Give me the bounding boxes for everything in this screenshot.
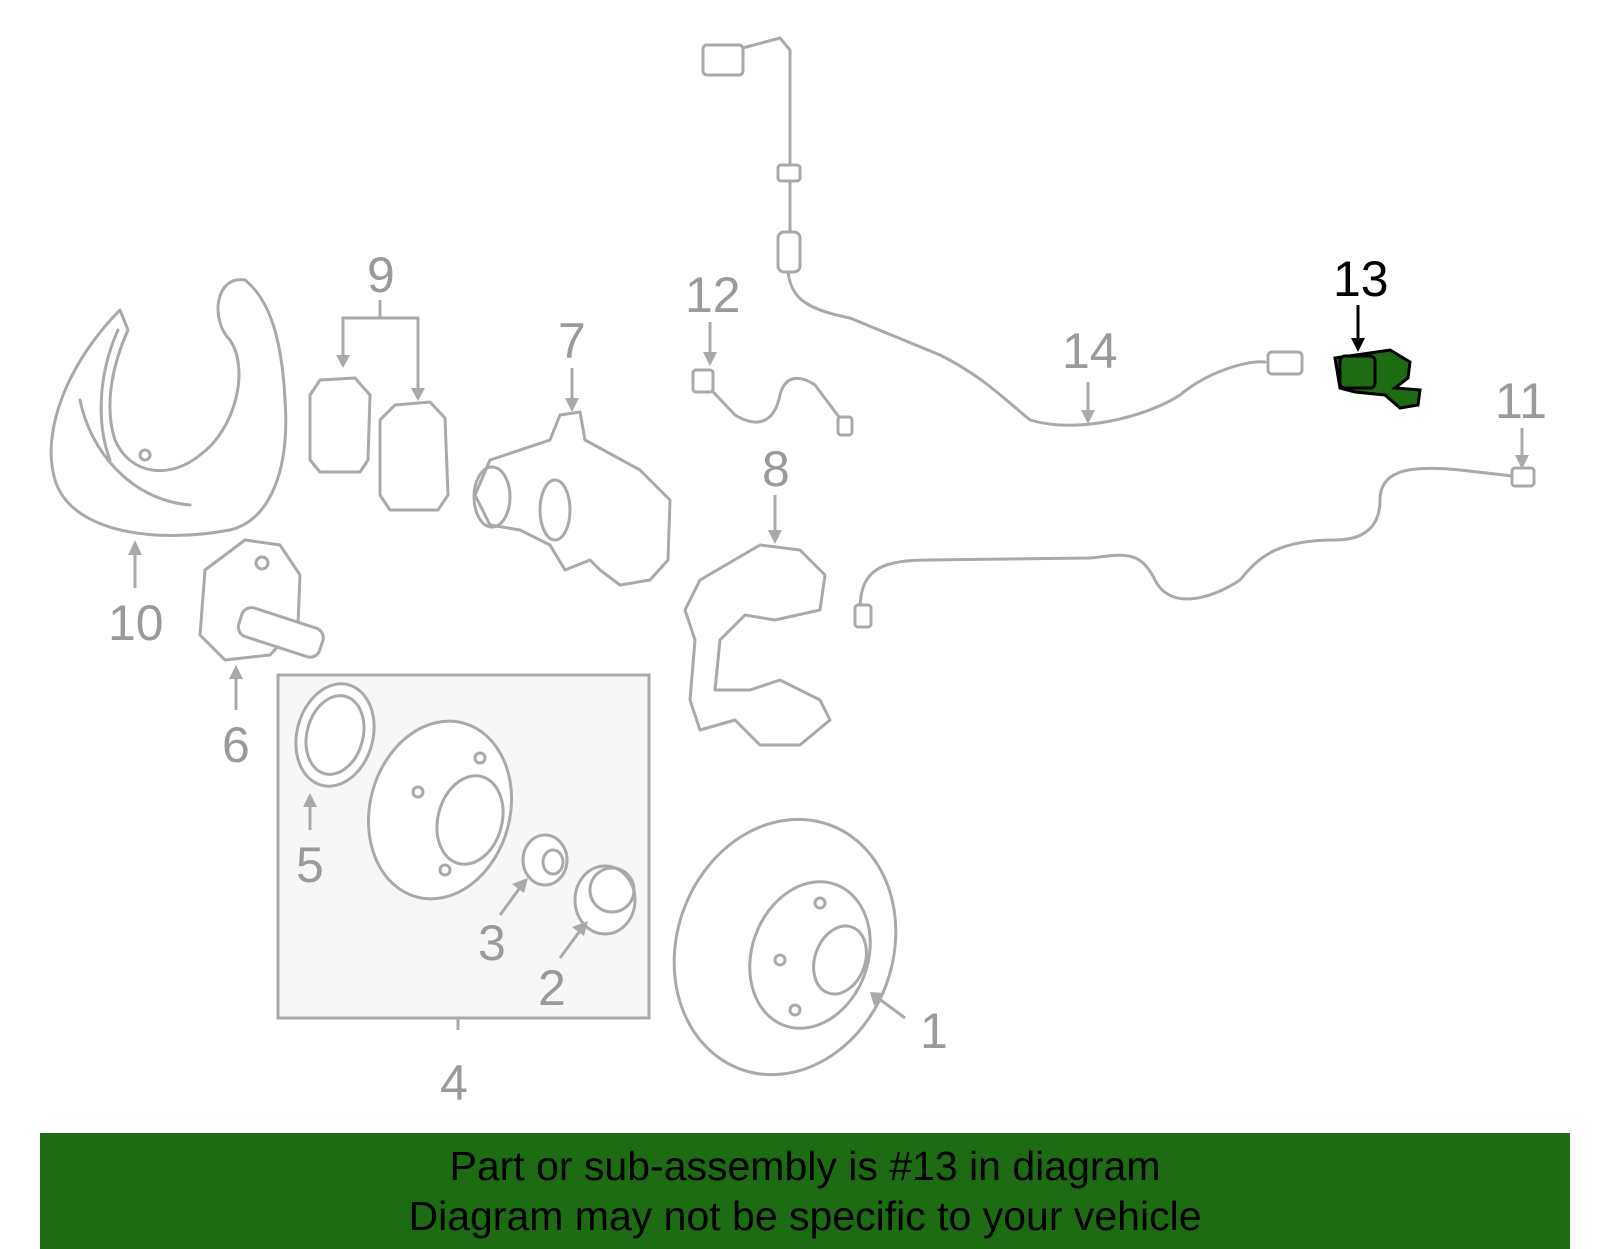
part-14-sensor-harness[interactable]: [701, 36, 1304, 427]
part-1-brake-rotor[interactable]: [639, 788, 931, 1106]
arrow-2: [558, 927, 584, 959]
callout-8[interactable]: 8: [762, 441, 790, 497]
arrowhead-12: [703, 352, 717, 366]
callout-1[interactable]: 1: [920, 1003, 948, 1059]
part-hub-flange[interactable]: [349, 705, 531, 915]
callout-9[interactable]: 9: [367, 247, 395, 303]
arrowhead-10: [128, 540, 142, 555]
callout-10[interactable]: 10: [108, 595, 164, 651]
part-8-caliper-bracket[interactable]: [683, 543, 832, 747]
callout-12[interactable]: 12: [685, 267, 741, 323]
arrowhead-11: [1515, 455, 1529, 469]
part-13-abs-sensor[interactable]: [1333, 348, 1422, 410]
callout-13[interactable]: 13: [1333, 251, 1389, 307]
part-2-cap[interactable]: [573, 864, 637, 936]
info-banner: Part or sub-assembly is #13 in diagram D…: [40, 1133, 1570, 1249]
part-7-caliper[interactable]: [472, 410, 672, 587]
arrowhead-7: [565, 398, 579, 412]
callout-11[interactable]: 11: [1495, 373, 1547, 429]
arrowhead-1: [870, 992, 885, 1006]
arrowhead-14: [1081, 410, 1095, 424]
part-3-nut[interactable]: [521, 833, 569, 887]
part-12-brake-hose[interactable]: [691, 368, 854, 437]
arrow-3: [498, 884, 524, 916]
part-9-brake-pads[interactable]: [308, 376, 450, 512]
callout-2[interactable]: 2: [538, 960, 566, 1016]
arrowhead-2: [572, 921, 588, 936]
callout-5[interactable]: 5: [296, 837, 324, 893]
part-10-splash-shield[interactable]: [49, 278, 288, 538]
callout-3[interactable]: 3: [478, 915, 506, 971]
banner-line-1: Part or sub-assembly is #13 in diagram: [449, 1143, 1161, 1189]
arrow-1: [877, 996, 906, 1020]
callout-6[interactable]: 6: [222, 717, 250, 773]
arrowhead-13: [1351, 338, 1365, 352]
arrowhead-8: [768, 530, 782, 544]
callout-14[interactable]: 14: [1062, 323, 1118, 379]
part-6-stub-axle[interactable]: [198, 538, 326, 662]
callout-7[interactable]: 7: [558, 313, 586, 369]
arrowhead-9a: [336, 355, 350, 368]
callout-4[interactable]: 4: [440, 1055, 468, 1111]
arrowhead-3: [512, 878, 528, 893]
arrowhead-6: [229, 665, 243, 679]
part-11-brake-line[interactable]: [853, 466, 1536, 629]
arrowhead-5: [303, 793, 317, 807]
banner-line-2: Diagram may not be specific to your vehi…: [408, 1193, 1202, 1239]
part-5-abs-ring[interactable]: [285, 675, 385, 795]
arrowhead-9b: [411, 388, 425, 401]
